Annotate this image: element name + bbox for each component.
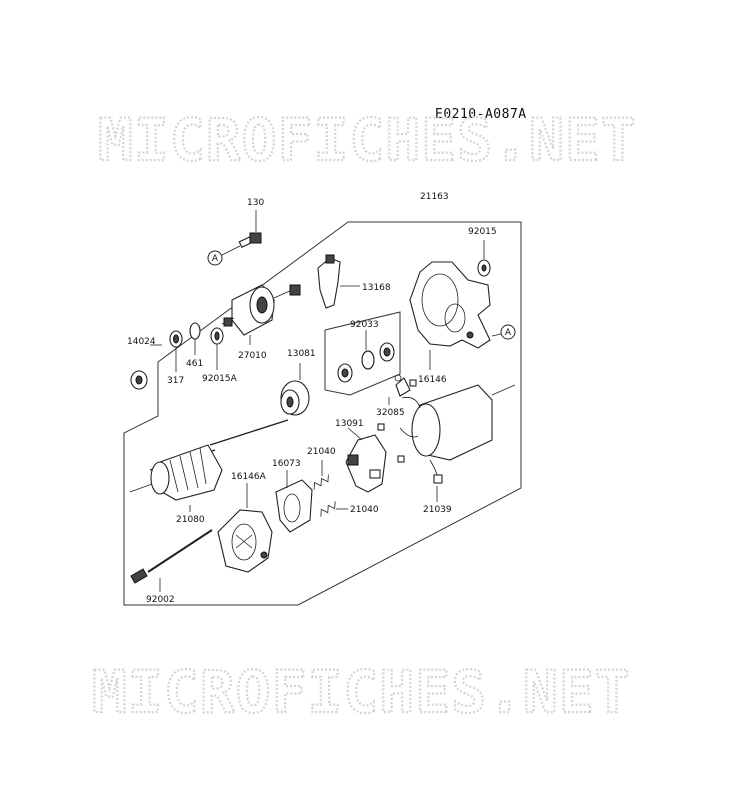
- through-bolt-92002: [130, 529, 213, 584]
- part-label-16146: 16146: [418, 375, 447, 385]
- watermark-top: MICROFICHES.NET: [98, 106, 637, 174]
- part-label-21040-b: 21040: [350, 505, 379, 515]
- nut-92015: [477, 259, 491, 277]
- cap-317: [130, 370, 148, 390]
- seal-92033: [379, 342, 395, 362]
- clip-92033: [361, 350, 375, 370]
- part-label-13081: 13081: [287, 349, 316, 359]
- brush-holder-13091: [345, 434, 387, 493]
- callout-a-left: A: [207, 250, 223, 266]
- brush-plate-16073: [275, 479, 313, 533]
- part-label-92002: 92002: [146, 595, 175, 605]
- lever-13168: [317, 254, 360, 309]
- part-label-14024: 14024: [127, 337, 156, 347]
- armature-21080: [129, 419, 289, 501]
- part-label-16146A: 16146A: [231, 472, 267, 482]
- subgroup-frame-92033: [324, 311, 401, 396]
- part-label-92015: 92015: [468, 227, 497, 237]
- nut-92015A: [210, 327, 224, 345]
- solenoid-27010: [221, 284, 301, 336]
- bolt-130: [238, 232, 262, 248]
- spring-21040-b: [320, 501, 336, 517]
- pinion-13081: [280, 380, 310, 416]
- watermark-bottom: MICROFICHES.NET: [92, 658, 631, 726]
- part-label-13168: 13168: [362, 283, 391, 293]
- svg-text:A: A: [505, 328, 512, 338]
- part-label-92033: 92033: [350, 320, 379, 330]
- nut-14024: [169, 330, 183, 348]
- rear-cover-16146A: [217, 509, 273, 573]
- callout-a-right: A: [500, 324, 516, 340]
- part-label-461: 461: [186, 359, 203, 369]
- part-label-21080: 21080: [176, 515, 205, 525]
- front-housing-16146: [409, 261, 491, 349]
- part-label-130: 130: [247, 198, 264, 208]
- part-label-21163: 21163: [420, 192, 449, 202]
- part-label-16073: 16073: [272, 459, 301, 469]
- part-label-32085: 32085: [376, 408, 405, 418]
- part-label-21039: 21039: [423, 505, 452, 515]
- spring-21040-a: [313, 474, 329, 490]
- yoke-32085: [377, 374, 516, 484]
- assembly-frame: [123, 221, 522, 606]
- part-label-92015A: 92015A: [202, 374, 238, 384]
- diagram-code: E0210-A087A: [435, 107, 527, 122]
- part-label-21040-a: 21040: [307, 447, 336, 457]
- washer-461: [189, 322, 201, 340]
- svg-text:A: A: [212, 254, 219, 264]
- part-label-13091: 13091: [335, 419, 364, 429]
- part-label-317: 317: [167, 376, 184, 386]
- bearing-92033: [337, 363, 353, 383]
- part-label-27010: 27010: [238, 351, 267, 361]
